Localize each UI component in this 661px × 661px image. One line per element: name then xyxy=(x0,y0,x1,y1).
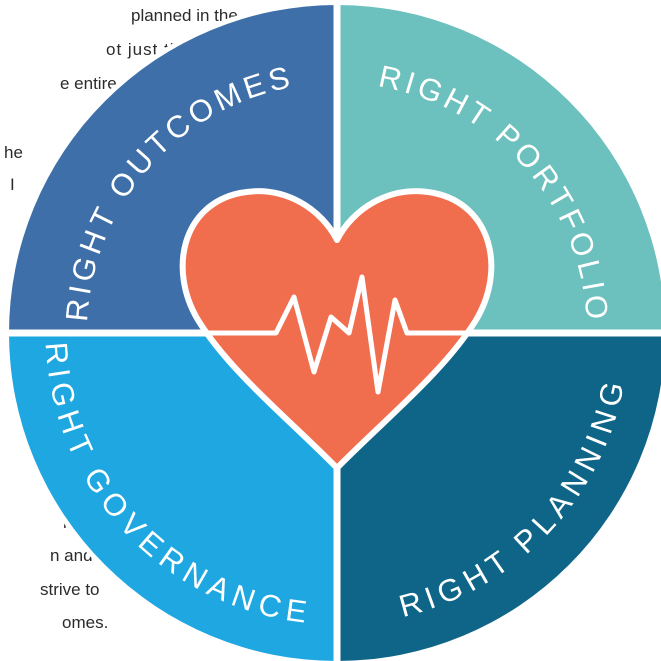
text-line: he xyxy=(4,143,23,162)
text-line: planned in the xyxy=(131,6,238,25)
heartbeat-pulse-icon xyxy=(182,274,493,395)
text-line: n and xyxy=(50,546,93,565)
quadrant-right-planning xyxy=(337,333,661,661)
text-line: I xyxy=(10,175,15,194)
text-line: omes. xyxy=(62,613,109,632)
quadrant-right-governance xyxy=(9,333,337,661)
text-line: e entire xyxy=(60,74,117,93)
heart-icon xyxy=(179,188,495,471)
text-line: strive to xyxy=(40,580,100,599)
